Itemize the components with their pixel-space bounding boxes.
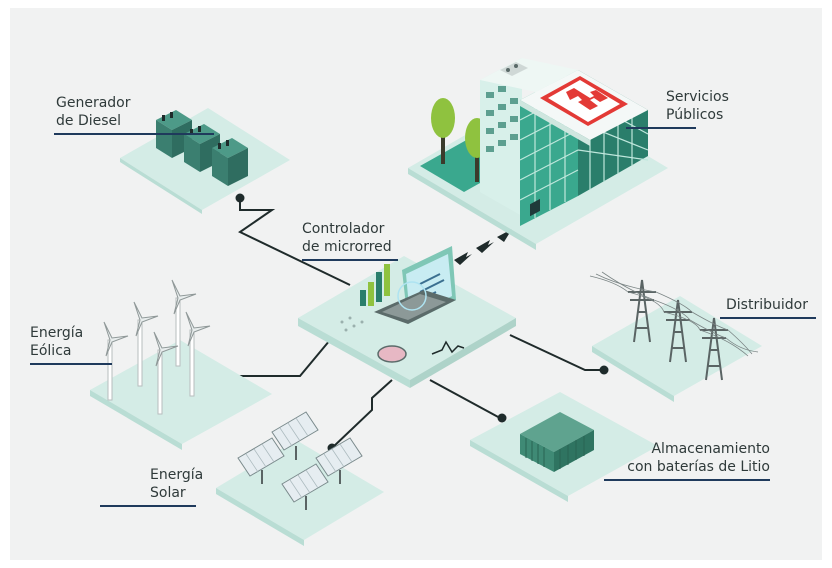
battery-storage-tile [470,392,658,502]
label-solar-line2: Solar [150,485,186,501]
node-distributor [599,365,609,375]
label-rule [302,259,398,261]
wind-energy-tile [90,279,272,450]
wire-distributor [509,334,604,371]
power-tower-icon [628,279,728,381]
battery-container-icon [520,412,594,472]
label-distributor: Distribuidor [720,296,816,319]
label-controller-line2: de microrred [302,239,392,255]
wire-diesel [238,198,351,286]
wire-storage [429,379,501,419]
node-diesel [235,193,245,203]
label-rule [100,505,196,507]
label-wind-line1: Energía [30,325,84,341]
bar-chart-icon [360,264,390,306]
label-diesel-line1: Generador [56,95,131,111]
solar-panel-icon [237,411,363,510]
label-wind-energy: Energía Eólica [30,324,112,365]
hospital-helipad-icon [540,76,628,126]
label-controller-line1: Controlador [302,221,385,237]
label-microgrid-controller: Controlador de microrred [302,220,398,261]
label-wind-line2: Eólica [30,343,72,359]
label-diesel-line2: de Diesel [56,113,122,129]
label-services-line2: Públicos [666,107,724,123]
pulse-icon [431,340,465,355]
diesel-generator-icon [156,110,248,186]
public-services-tile [408,58,668,250]
label-battery-storage: Almacenamiento con baterías de Litio [604,440,770,481]
label-public-services: Servicios Públicos [626,88,729,129]
label-distributor-line1: Distribuidor [726,297,808,313]
microgrid-controller-tile [298,246,516,388]
label-services-line1: Servicios [666,89,729,105]
label-rule [30,363,112,365]
wind-turbine-icon [103,279,211,415]
label-storage-line2: con baterías de Litio [627,459,770,475]
label-diesel-generator: Generador de Diesel [54,94,214,135]
label-rule [54,133,214,135]
dial-icon [377,345,407,363]
solar-energy-tile [216,411,384,546]
connection-wires [230,198,604,449]
wire-wind [230,339,331,377]
label-solar-energy: Energía Solar [100,466,204,507]
laptop-icon [374,246,456,324]
node-storage [497,413,507,423]
diesel-generator-tile [120,108,290,214]
wire-solar [331,379,393,449]
label-storage-line1: Almacenamiento [651,441,770,457]
label-rule [720,317,816,319]
label-rule [626,127,696,129]
distributor-tile [589,271,762,402]
label-solar-line1: Energía [150,467,204,483]
label-rule [604,479,770,481]
